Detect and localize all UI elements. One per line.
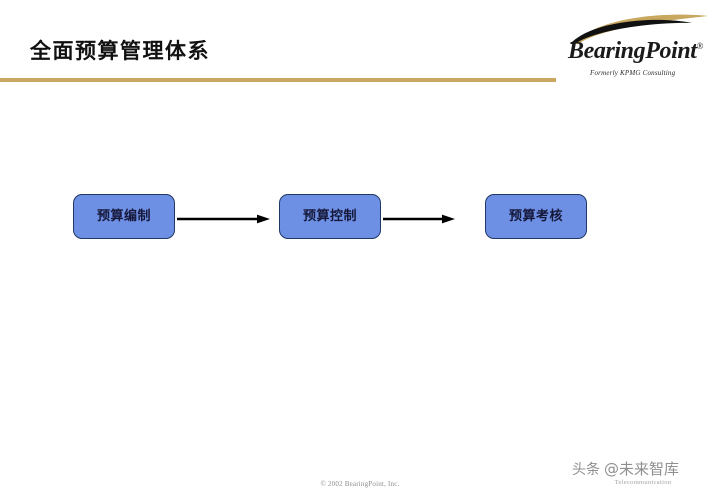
- footer-copyright: © 2002 BearingPoint, Inc.: [320, 480, 400, 488]
- logo-wordmark: BearingPoint®: [568, 39, 712, 63]
- logo-tagline: Formerly KPMG Consulting: [590, 69, 676, 77]
- flow-box-label: 预算考核: [508, 209, 563, 224]
- watermark-handle-label: @未来智库: [604, 460, 680, 478]
- watermark-source-label: 头条: [572, 461, 600, 478]
- bearingpoint-logo: BearingPoint® Formerly KPMG Consulting: [566, 14, 714, 77]
- watermark: 头条 @未来智库 Telecommunication: [572, 462, 714, 494]
- page-title: 全面预算管理体系: [30, 39, 210, 63]
- logo-swoosh-icon: [570, 14, 708, 44]
- logo-trademark-symbol: ®: [696, 41, 704, 51]
- watermark-row: 头条 @未来智库: [572, 462, 714, 477]
- logo-wordmark-text: BearingPoint: [568, 38, 697, 64]
- flow-box-budget-preparation[interactable]: 预算编制: [73, 194, 175, 239]
- flow-box-label: 预算编制: [96, 209, 151, 224]
- flow-box-budget-control[interactable]: 预算控制: [279, 194, 381, 239]
- flow-arrow-control-to-assessment: [383, 214, 455, 224]
- flow-box-label: 预算控制: [302, 209, 357, 224]
- watermark-subtitle: Telecommunication: [614, 479, 672, 486]
- flow-box-budget-assessment[interactable]: 预算考核: [485, 194, 587, 239]
- title-divider-rule: [0, 78, 556, 82]
- flow-arrow-preparation-to-control: [177, 214, 270, 224]
